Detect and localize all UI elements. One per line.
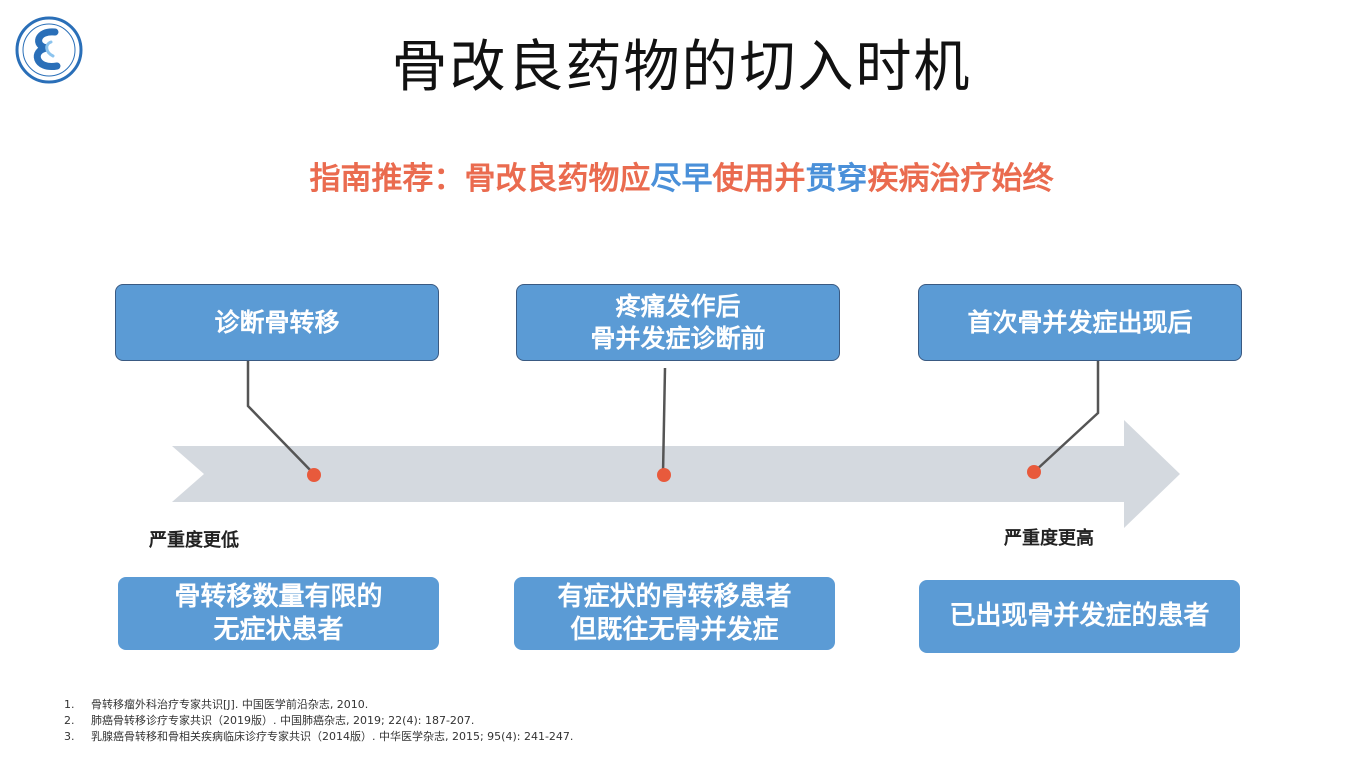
connector-line-3 (1033, 361, 1100, 473)
patient-box-symptomatic-no-complication: 有症状的骨转移患者但既往无骨并发症 (514, 577, 835, 650)
guideline-recommendation: 指南推荐：骨改良药物应尽早使用并贯穿疾病治疗始终 (0, 153, 1363, 198)
stage-box-bone-metastasis-diagnosis: 诊断骨转移 (115, 284, 439, 361)
patient-box-line: 有症状的骨转移患者 (557, 582, 792, 612)
patient-box-line: 但既往无骨并发症 (570, 614, 779, 645)
timeline-dot-3 (1027, 465, 1041, 479)
stage-box-line: 诊断骨转移 (214, 307, 340, 337)
connector-line-1 (246, 361, 315, 475)
patient-box-with-complication: 已出现骨并发症的患者 (919, 580, 1240, 653)
reference-item: 3. 乳腺癌骨转移和骨相关疾病临床诊疗专家共识（2014版）. 中华医学杂志, 2… (64, 729, 573, 745)
subtitle-part3: 疾病治疗始终 (867, 161, 1054, 197)
references-list: 1. 骨转移瘤外科治疗专家共识[J]. 中国医学前沿杂志, 2010. 2. 肺癌骨… (64, 697, 573, 745)
stage-box-line: 首次骨并发症出现后 (967, 307, 1193, 337)
reference-number: 1. (64, 698, 75, 711)
timeline-dot-2 (657, 468, 671, 482)
stage-box-after-pain-onset: 疼痛发作后骨并发症诊断前 (516, 284, 840, 361)
hospital-logo-icon (15, 16, 83, 84)
patient-box-line: 骨转移数量有限的 (174, 582, 383, 612)
patient-box-line: 无症状患者 (213, 614, 344, 645)
stage-box-after-first-complication: 首次骨并发症出现后 (918, 284, 1242, 361)
reference-text: 肺癌骨转移诊疗专家共识（2019版）. 中国肺癌杂志, 2019; 22(4):… (91, 714, 475, 727)
reference-text: 骨转移瘤外科治疗专家共识[J]. 中国医学前沿杂志, 2010. (91, 698, 369, 711)
patient-box-line: 已出现骨并发症的患者 (949, 601, 1210, 632)
timeline-dot-1 (307, 468, 321, 482)
subtitle-highlight-early: 尽早 (650, 161, 713, 197)
patient-box-limited-asymptomatic: 骨转移数量有限的无症状患者 (118, 577, 439, 650)
severity-high-label: 严重度更高 (1004, 528, 1094, 549)
page-title: 骨改良药物的切入时机 (391, 35, 972, 100)
stage-box-line: 骨并发症诊断前 (590, 323, 766, 353)
reference-item: 1. 骨转移瘤外科治疗专家共识[J]. 中国医学前沿杂志, 2010. (64, 697, 573, 713)
reference-number: 3. (64, 730, 75, 743)
subtitle-highlight-throughout: 贯穿 (805, 161, 868, 197)
subtitle-part1: 指南推荐：骨改良药物应 (309, 161, 651, 197)
severity-low-label: 严重度更低 (149, 530, 239, 551)
subtitle-part2: 使用并 (712, 161, 806, 197)
reference-item: 2. 肺癌骨转移诊疗专家共识（2019版）. 中国肺癌杂志, 2019; 22(4… (64, 713, 573, 729)
stage-box-line: 疼痛发作后 (615, 292, 741, 322)
timeline-arrow (172, 420, 1180, 528)
reference-text: 乳腺癌骨转移和骨相关疾病临床诊疗专家共识（2014版）. 中华医学杂志, 201… (91, 730, 574, 743)
reference-number: 2. (64, 714, 75, 727)
connector-line-2 (661, 367, 667, 475)
